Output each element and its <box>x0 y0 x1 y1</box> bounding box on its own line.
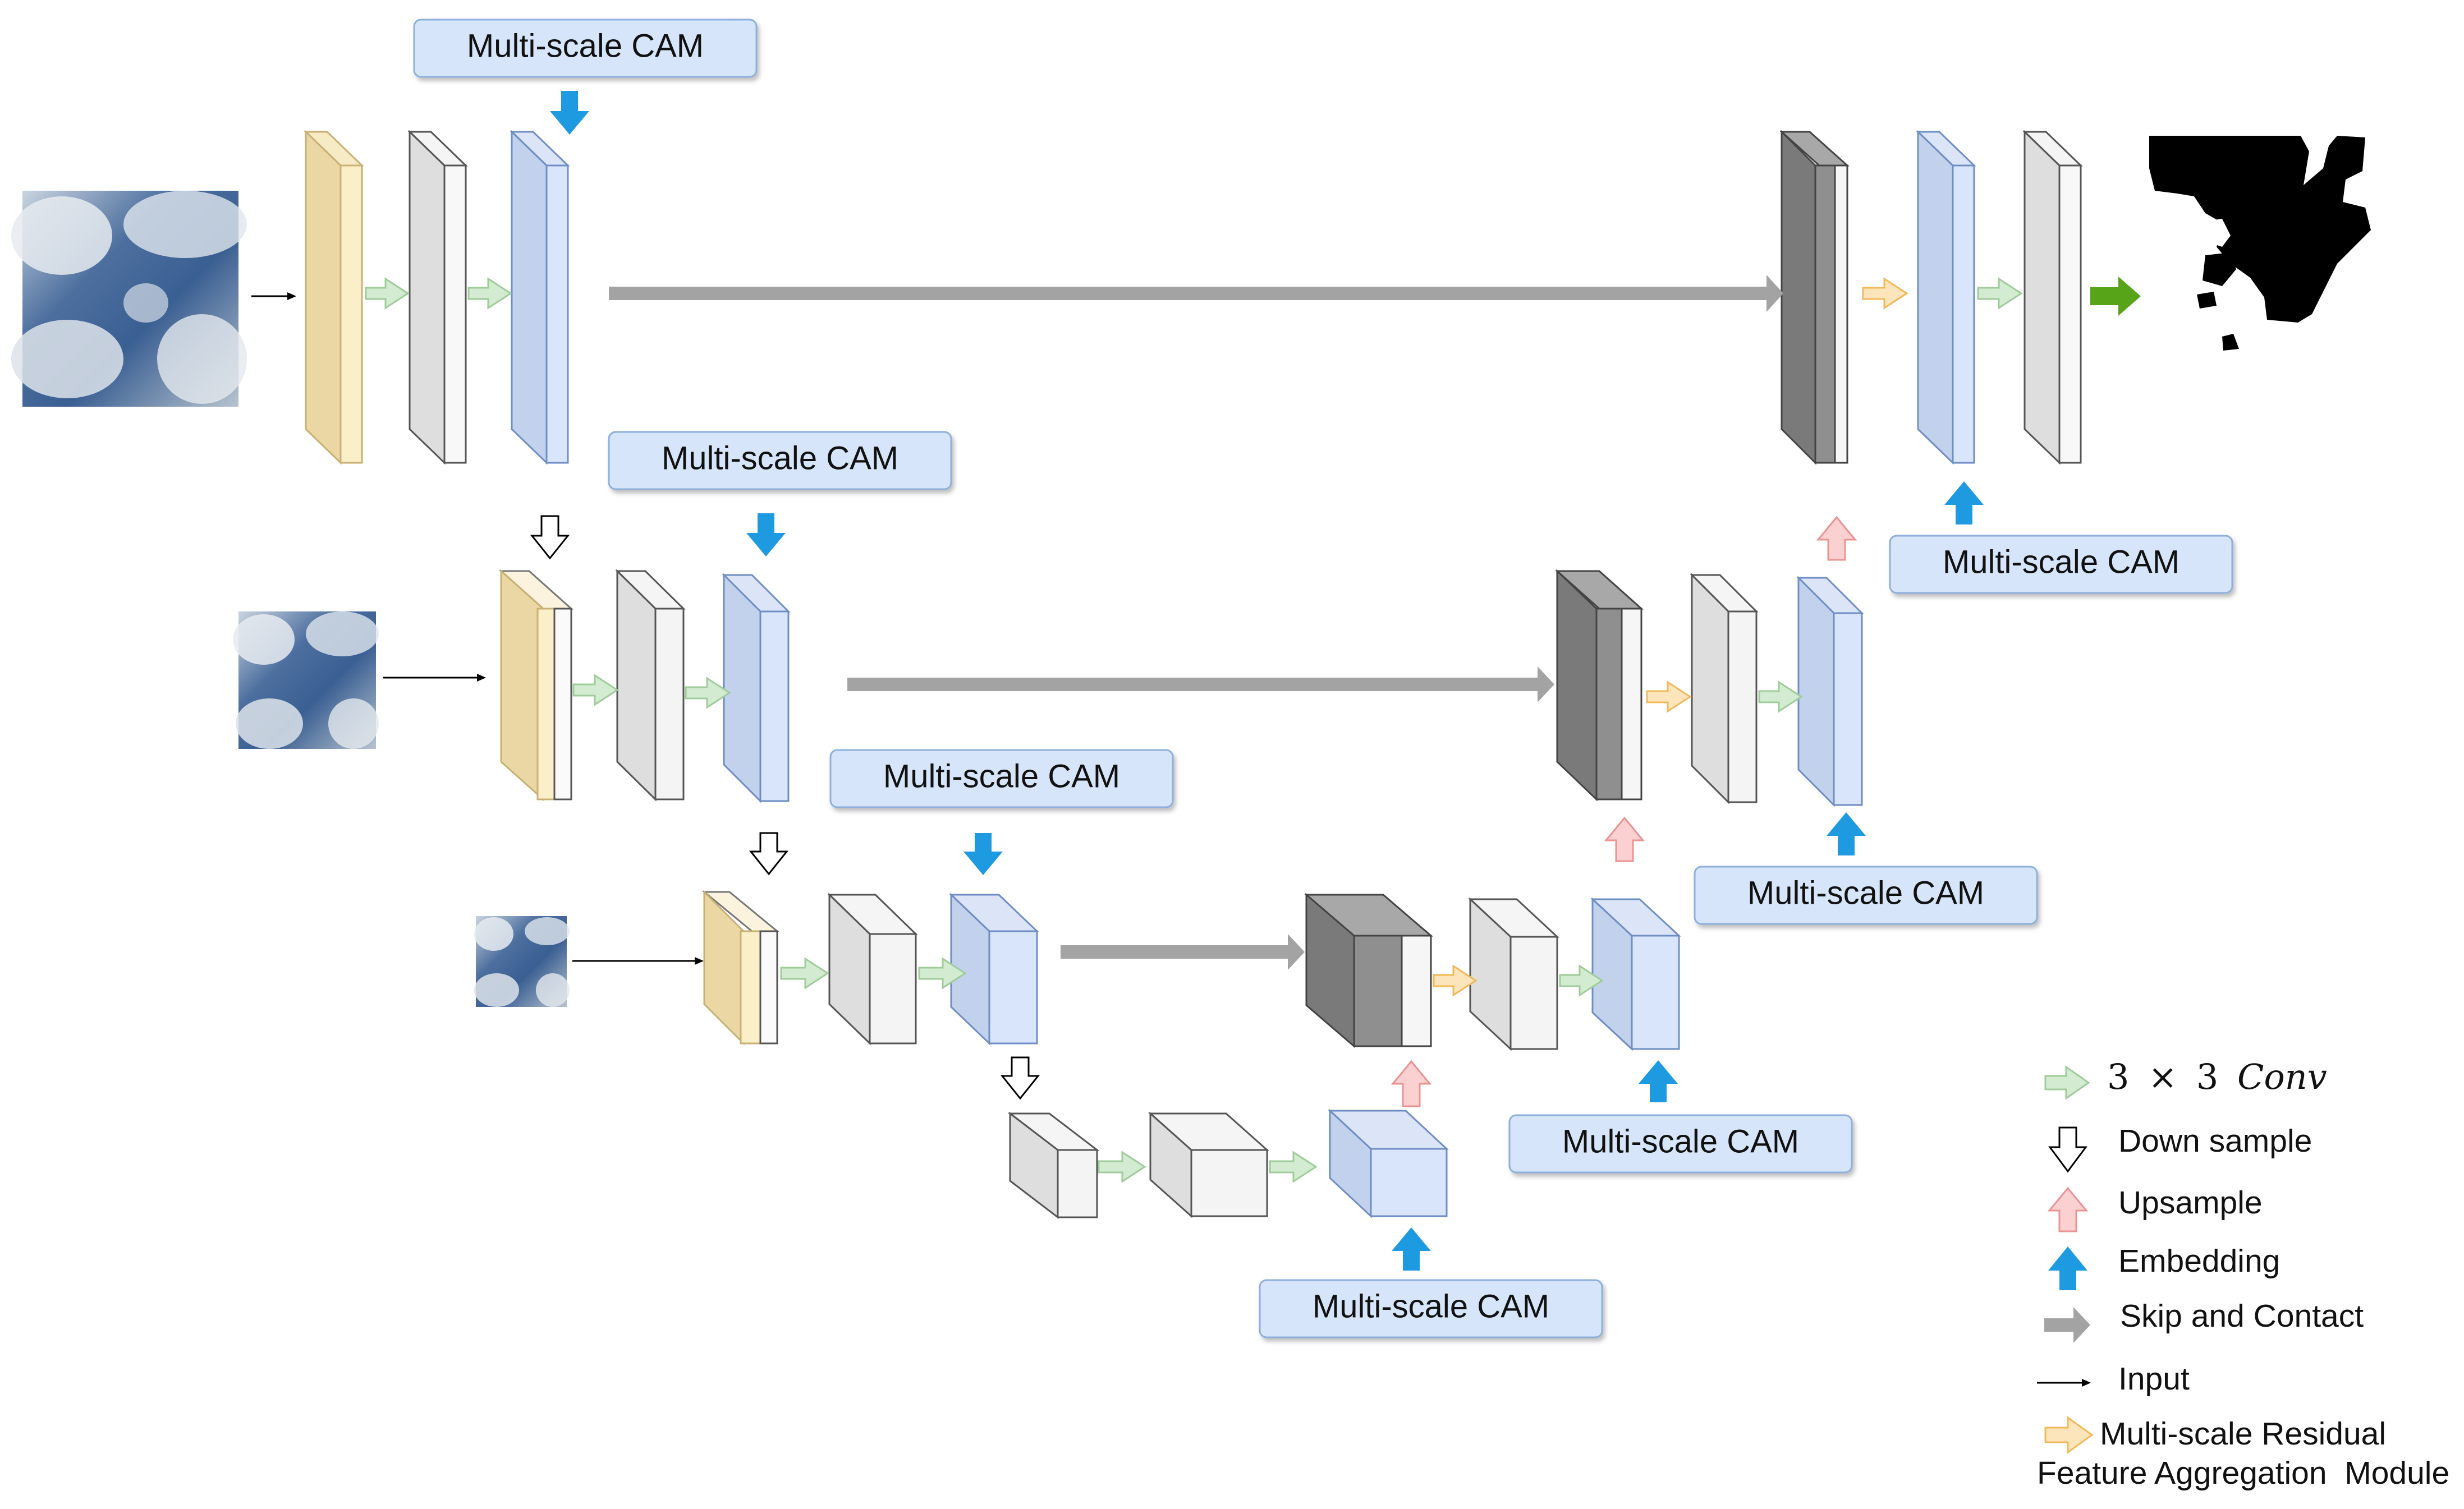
svg-text:3 × 3 Conv: 3 × 3 Conv <box>2107 1056 2327 1097</box>
skip-arrows <box>609 275 1783 970</box>
cam-box-dec3: Multi-scale CAM <box>1508 1114 1853 1174</box>
legend-conv-op: Conv <box>2237 1056 2327 1097</box>
legend-skip-icon <box>2044 1307 2090 1343</box>
legend-up-label: Upsample <box>2118 1185 2263 1221</box>
cam-label-enc3: Multi-scale CAM <box>883 758 1120 794</box>
input-arrows <box>251 292 704 965</box>
legend-conv-icon <box>2044 1065 2090 1100</box>
upsample-arrows <box>1391 516 1857 1107</box>
legend-msrfa-label-1: Multi-scale Residual <box>2100 1416 2386 1452</box>
input-image-quarter <box>474 916 570 1007</box>
legend-skip-label: Skip and Contact <box>2120 1298 2364 1334</box>
cam-label-dec2: Multi-scale CAM <box>1747 875 1984 911</box>
legend: 3 × 3 Conv Down sample Upsample Embeddin… <box>2037 1056 2449 1491</box>
legend-input-icon <box>2037 1379 2091 1387</box>
cam-label-enc2: Multi-scale CAM <box>662 440 898 476</box>
cam-label-dec3: Multi-scale CAM <box>1562 1123 1799 1160</box>
decoder-level2 <box>1555 569 1864 807</box>
conv-arrows <box>365 277 2023 1183</box>
cam-box-enc1: Multi-scale CAM <box>413 19 758 78</box>
legend-up-icon <box>2047 1186 2089 1232</box>
legend-embed-label: Embedding <box>2118 1243 2280 1279</box>
encoder-level1 <box>304 130 570 465</box>
legend-msrfa-icon <box>2044 1416 2094 1454</box>
downsample-arrows <box>530 515 1040 1100</box>
output-mask <box>2149 136 2371 351</box>
msrfa-arrows <box>1433 277 1908 997</box>
decoder-level3 <box>1304 892 1681 1051</box>
cam-label-dec1: Multi-scale CAM <box>1943 544 2179 580</box>
legend-conv-a: 3 <box>2107 1056 2129 1097</box>
bottleneck-blocks <box>1007 1108 1449 1220</box>
input-image-full <box>11 191 247 407</box>
encoder-level3 <box>701 890 1039 1046</box>
input-image-half <box>233 611 379 749</box>
cam-label-enc1: Multi-scale CAM <box>467 27 704 64</box>
cam-box-dec2: Multi-scale CAM <box>1694 866 2038 925</box>
decoder-level1 <box>1779 130 2083 465</box>
legend-conv-b: 3 <box>2196 1056 2218 1097</box>
output-arrow <box>2090 277 2141 316</box>
legend-embed-icon <box>2048 1246 2087 1290</box>
legend-msrfa-label-2: Feature Aggregation Module <box>2037 1455 2449 1491</box>
legend-input-label: Input <box>2118 1361 2190 1397</box>
cam-label-bottleneck: Multi-scale CAM <box>1313 1288 1549 1324</box>
cam-box-enc3: Multi-scale CAM <box>829 749 1174 808</box>
encoder-level2 <box>499 569 791 803</box>
legend-down-icon <box>2048 1126 2087 1173</box>
legend-conv-times: × <box>2148 1056 2177 1097</box>
cam-box-dec1: Multi-scale CAM <box>1889 535 2233 594</box>
embedding-arrows <box>550 91 1984 1271</box>
cam-box-enc2: Multi-scale CAM <box>608 431 952 490</box>
legend-down-label: Down sample <box>2118 1123 2312 1159</box>
cam-box-bottleneck: Multi-scale CAM <box>1259 1279 1603 1338</box>
